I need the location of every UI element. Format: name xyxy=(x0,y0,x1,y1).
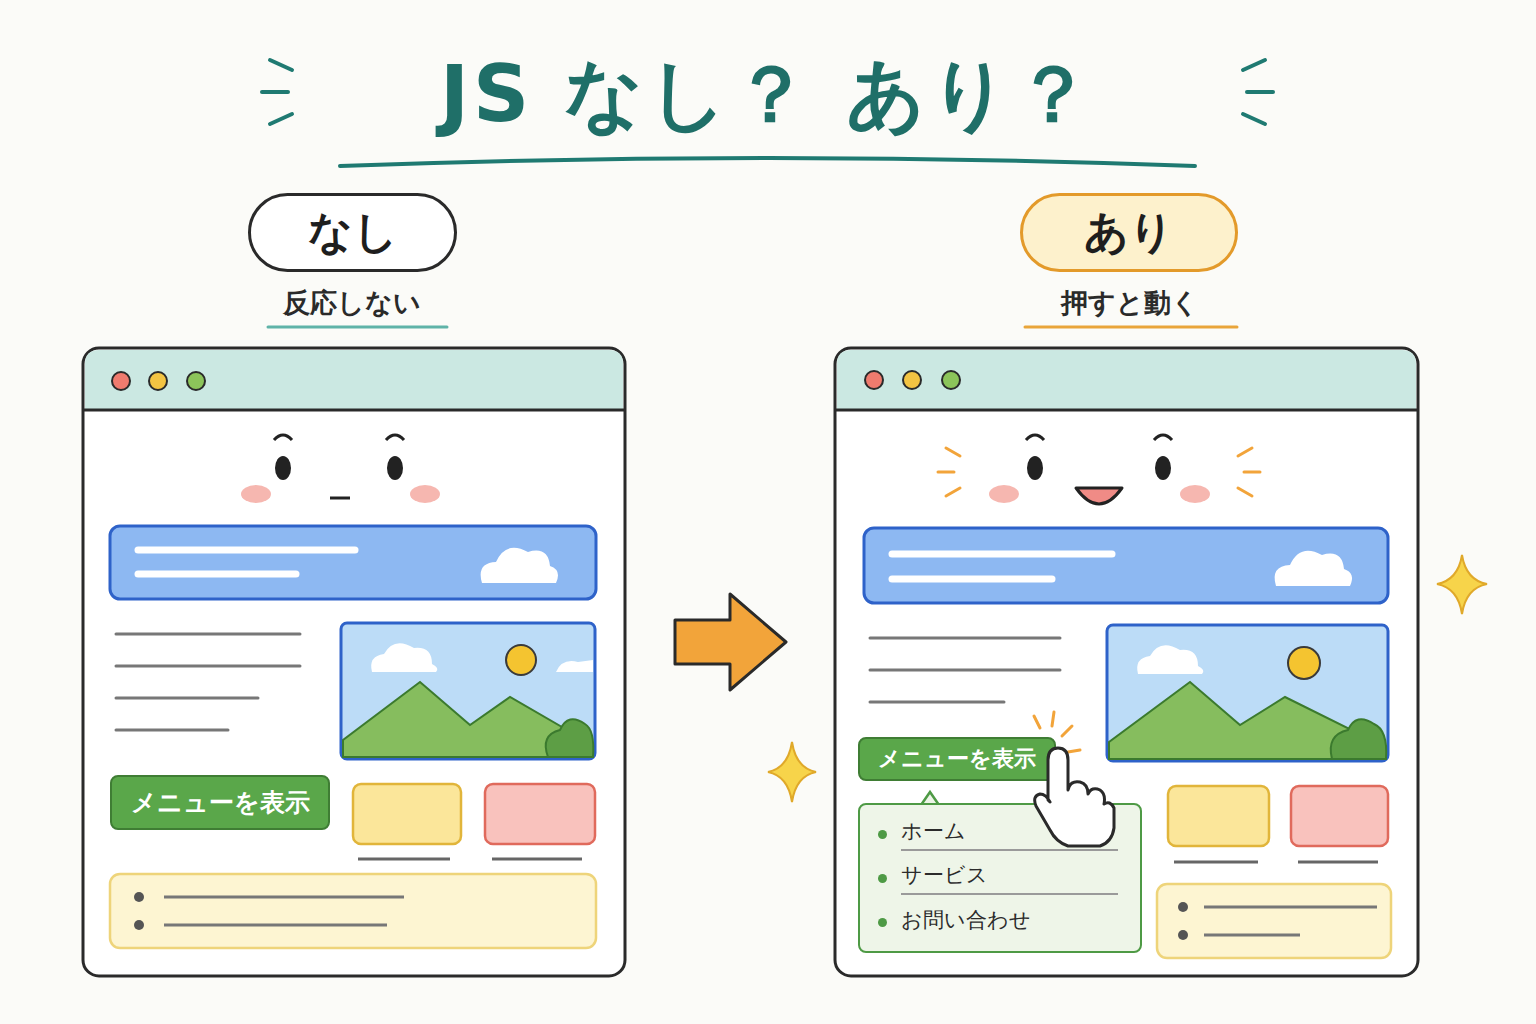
subtitle-label: 押すと動く xyxy=(1061,285,1199,321)
pill-badge: あり xyxy=(1020,193,1238,272)
node-text: あり xyxy=(1084,203,1174,262)
node-text: なし xyxy=(308,203,398,262)
pill-badge: なし xyxy=(248,193,457,272)
menu-item-text: ホーム xyxy=(901,817,1118,851)
bullet-dot xyxy=(878,918,887,927)
dropdown-menu: ホームサービスお問い合わせ xyxy=(858,803,1142,953)
menu-item-text: お問い合わせ xyxy=(901,906,1118,938)
menu-item-text: サービス xyxy=(901,861,1118,895)
menu-button: メニューを表示 xyxy=(858,737,1056,781)
subtitle-label: 反応しない xyxy=(283,285,421,321)
node-text: メニューを表示 xyxy=(878,744,1036,774)
bullet-dot xyxy=(878,830,887,839)
title: JS なし？ あり？ xyxy=(440,43,1096,148)
node-text: メニューを表示 xyxy=(131,786,310,819)
menu-button: メニューを表示 xyxy=(110,775,330,830)
menu-item: サービス xyxy=(878,856,1118,900)
menu-item: ホーム xyxy=(878,812,1118,856)
bullet-dot xyxy=(878,874,887,883)
menu-item: お問い合わせ xyxy=(878,900,1118,944)
